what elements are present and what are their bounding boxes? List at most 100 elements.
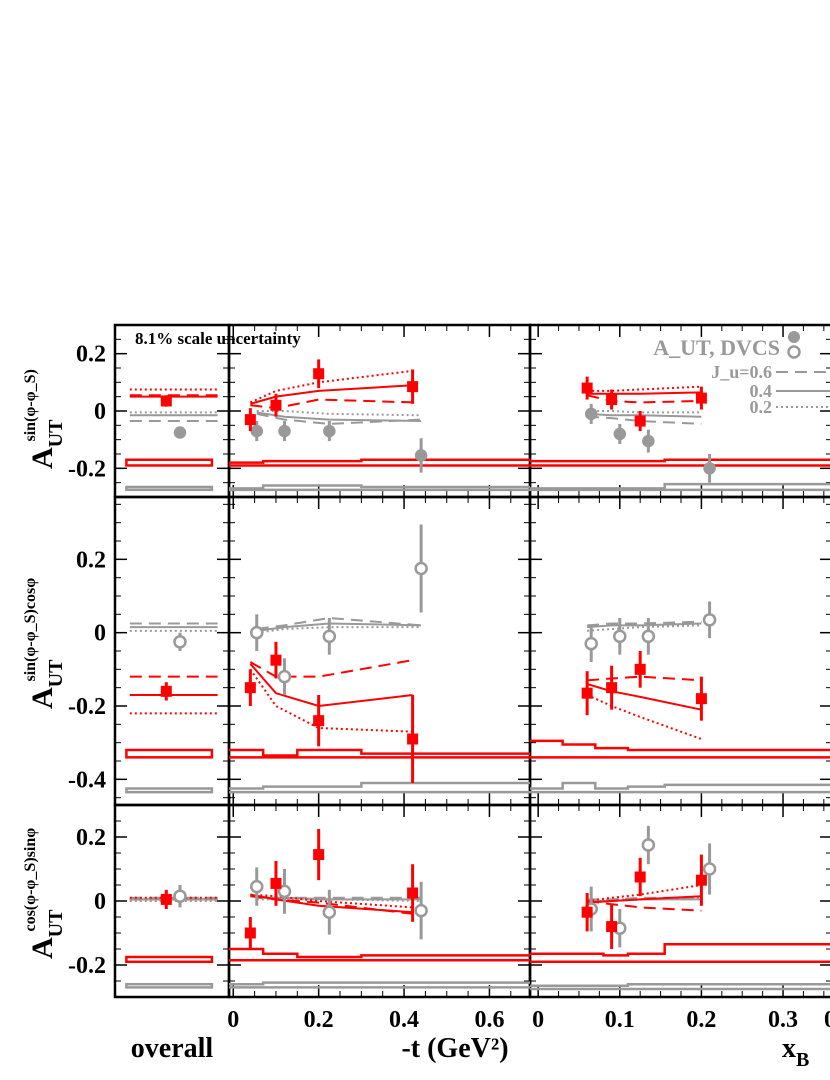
- gray-model-dot: [256, 626, 422, 634]
- red-model-solid: [586, 683, 702, 711]
- exclusive-point: [581, 906, 593, 918]
- dvcs-point: [323, 424, 336, 438]
- red-model-dot: [250, 893, 413, 909]
- exclusive-point: [160, 893, 172, 905]
- dvcs-point: [613, 427, 627, 441]
- dvcs-point: [322, 905, 337, 919]
- axis-labels: 8.1% scale uncertainty overall 0.2 0 -0.2 A…: [22, 329, 830, 1071]
- exclusive-point: [581, 687, 593, 699]
- exclusive-point: [313, 368, 325, 380]
- gray-band-upper: [530, 781, 830, 790]
- ticks-r1-t: [229, 497, 530, 805]
- y-tick-label: -0.2: [68, 953, 106, 979]
- exclusive-point: [695, 874, 707, 886]
- gray-model-solid: [256, 622, 422, 632]
- gray-model-solid: [256, 411, 422, 423]
- panel-frame: [528, 803, 830, 999]
- red-model-dot: [587, 385, 702, 392]
- red-model-dash: [586, 394, 702, 404]
- red-model-solid: [587, 391, 702, 395]
- panel-frame: [113, 495, 231, 807]
- dvcs-point: [414, 561, 428, 576]
- panel-r2-overall: [125, 885, 218, 989]
- red-band-upper: [530, 942, 830, 957]
- red-model-dot: [586, 694, 702, 740]
- panel-r2-t: [229, 829, 530, 989]
- y-tick-label: 0.2: [76, 825, 106, 851]
- x-tick-label-t: 0.6: [474, 1007, 504, 1033]
- dvcs-point: [250, 424, 264, 438]
- gray-syst-band: [125, 485, 214, 492]
- gray-model-solid: [587, 412, 702, 418]
- dvcs-point: [173, 635, 187, 649]
- red-model-solid: [587, 895, 702, 904]
- exclusive-point: [160, 395, 172, 407]
- gray-model-dash: [587, 415, 702, 425]
- exclusive-point: [160, 685, 172, 697]
- legend-dvcs-filled-marker: [788, 331, 800, 343]
- panel-frames: [113, 323, 830, 999]
- exclusive-point: [634, 871, 646, 883]
- exclusive-point: [695, 693, 707, 705]
- gray-model-dot: [587, 410, 702, 414]
- dvcs-point: [250, 625, 264, 640]
- dvcs-point: [703, 462, 716, 475]
- ticks-r2-xb: [530, 804, 830, 997]
- legend-ju_02-label: 0.2: [750, 397, 773, 417]
- dvcs-point: [702, 862, 717, 876]
- dvcs-point: [641, 629, 656, 644]
- panel-r1-xb: [530, 601, 830, 794]
- legend-dvcs-label: A_UT, DVCS: [653, 335, 780, 360]
- panel-r0-overall: [125, 388, 218, 492]
- exclusive-point: [270, 654, 282, 666]
- y-tick-label: 0: [94, 889, 106, 915]
- exclusive-point: [244, 682, 256, 694]
- x-tick-label-xb: 0.3: [768, 1007, 798, 1033]
- panel-r0-xb: [530, 376, 830, 492]
- x-tick-label-t: 0.2: [304, 1007, 334, 1033]
- red-syst-band: [125, 458, 214, 467]
- scale-uncertainty-annotation: 8.1% scale uncertainty: [135, 329, 301, 348]
- red-model-dash: [587, 675, 702, 682]
- dvcs-point: [702, 613, 717, 627]
- dvcs-point: [278, 424, 291, 438]
- exclusive-point: [244, 927, 256, 939]
- x-tick-label-xb: 0: [824, 1007, 830, 1033]
- dvcs-point: [277, 669, 292, 684]
- exclusive-point: [270, 399, 282, 411]
- x-tick-label-t: 0: [227, 1007, 239, 1033]
- red-band-upper: [530, 458, 830, 463]
- exclusive-point: [606, 394, 618, 406]
- legend-dvcs-open-marker: [787, 345, 801, 359]
- red-band-upper: [229, 748, 530, 757]
- y-tick-label: 0.2: [76, 547, 106, 573]
- gray-band-upper: [229, 981, 530, 986]
- ticks-r2-overall: [115, 804, 229, 982]
- exclusive-point: [634, 663, 646, 675]
- dvcs-point: [414, 449, 428, 462]
- ticks-r0-t: [229, 324, 530, 497]
- panel-frame: [227, 495, 532, 807]
- dvcs-point: [584, 636, 598, 651]
- ticks-r2-t: [229, 804, 530, 997]
- legend-ju_04-label: 0.4: [750, 381, 773, 401]
- x-label-overall: overall: [131, 1033, 214, 1064]
- exclusive-point: [313, 849, 325, 861]
- x-tick-label-xb: 0: [532, 1007, 544, 1033]
- red-band-upper: [530, 739, 830, 752]
- exclusive-point: [270, 877, 282, 889]
- dvcs-point: [277, 884, 292, 899]
- red-band-upper: [229, 947, 530, 959]
- panel-frame: [113, 803, 231, 999]
- exclusive-point: [581, 382, 593, 394]
- exclusive-point: [695, 392, 707, 404]
- x-tick-label-xb: 0.2: [686, 1007, 716, 1033]
- exclusive-point: [407, 733, 419, 745]
- red-syst-band: [125, 955, 214, 964]
- panel-frame: [227, 803, 532, 999]
- exclusive-point: [244, 414, 256, 426]
- gray-model-dash: [256, 616, 422, 630]
